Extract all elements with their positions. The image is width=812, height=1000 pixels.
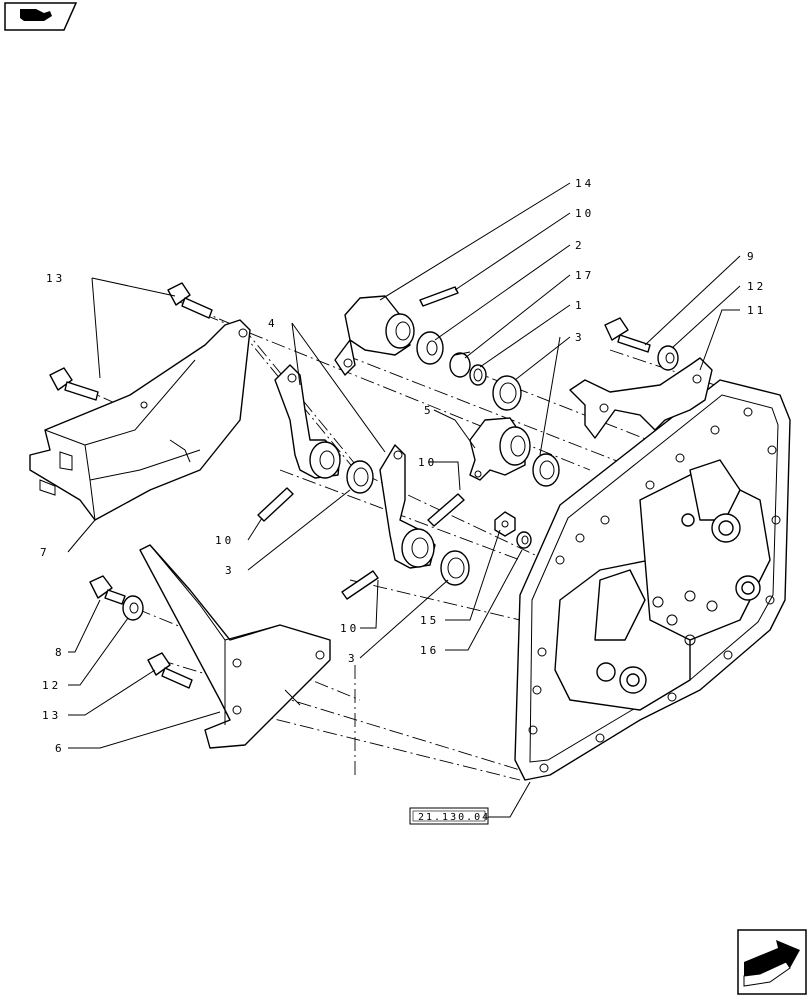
transmission-housing [514, 379, 791, 781]
pin-10-lower [341, 570, 379, 600]
callout-1: 1 [575, 299, 585, 312]
washer-12-lower [122, 595, 144, 621]
shaft-14 [334, 295, 415, 376]
bolt-13-upper-b [49, 367, 99, 401]
bracket-6 [139, 544, 331, 749]
bolt-13-lower [147, 652, 193, 689]
pin-10-left [257, 487, 294, 522]
callout-16: 16 [420, 644, 439, 657]
seal-3-right [532, 453, 560, 487]
bolt-8 [89, 575, 126, 605]
reference-box[interactable]: 21.130.04 [409, 807, 490, 825]
nut-15 [494, 511, 516, 537]
pin-14 [419, 286, 459, 307]
callout-7: 7 [40, 546, 50, 559]
callout-3-lower: 3 [348, 652, 358, 665]
callout-6: 6 [55, 742, 65, 755]
ring-1 [469, 364, 487, 386]
bracket-7 [29, 319, 251, 521]
callout-3-top: 3 [575, 331, 585, 344]
washer-2 [416, 331, 444, 365]
next-page-arrow-icon[interactable] [737, 929, 807, 995]
callout-4: 4 [268, 317, 278, 330]
callout-15: 15 [420, 614, 439, 627]
callout-10-top: 10 [575, 207, 594, 220]
callout-9: 9 [747, 250, 757, 263]
callout-12-lower: 12 [42, 679, 61, 692]
bracket-11 [569, 357, 713, 439]
callout-13-lower: 13 [42, 709, 61, 722]
bushing-17 [449, 351, 471, 378]
shaft-5 [469, 417, 531, 481]
lever-4-right [379, 444, 436, 569]
callout-17: 17 [575, 269, 594, 282]
pin-10-middle [427, 493, 465, 527]
callout-10-lower: 10 [340, 622, 359, 635]
callout-5: 5 [424, 404, 434, 417]
bolt-13-upper-a [167, 282, 213, 319]
washer-12-upper [657, 345, 679, 371]
reference-box-label: 21.130.04 [418, 812, 490, 823]
callout-11: 11 [747, 304, 766, 317]
callout-14: 14 [575, 177, 594, 190]
bolt-9 [604, 317, 651, 353]
callout-13-top: 13 [46, 272, 65, 285]
seal-3-left [346, 460, 374, 494]
callout-10-mid: 10 [418, 456, 437, 469]
callout-2: 2 [575, 239, 585, 252]
lever-4-left [274, 364, 341, 479]
callout-12-top: 12 [747, 280, 766, 293]
folder-book-icon[interactable] [4, 2, 78, 31]
seal-3-lower [440, 550, 470, 586]
washer-16 [516, 531, 532, 549]
callout-3-left: 3 [225, 564, 235, 577]
callout-8: 8 [55, 646, 65, 659]
seal-3-upper [492, 375, 522, 411]
callout-10-left: 10 [215, 534, 234, 547]
